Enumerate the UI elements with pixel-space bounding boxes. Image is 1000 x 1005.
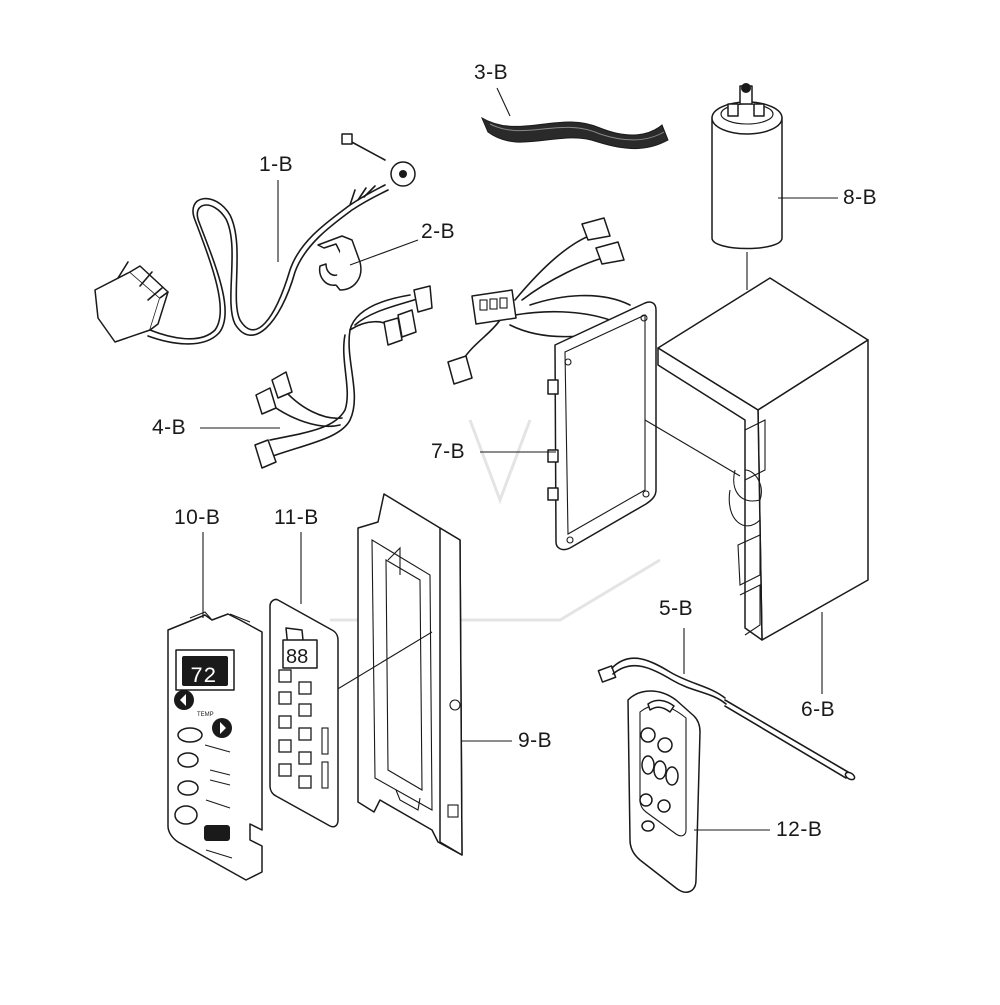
remote-control-part — [627, 690, 770, 893]
thermistor-sensor-part — [597, 628, 856, 781]
wire-harness-part — [200, 285, 433, 469]
callout-12-b: 12-B — [776, 818, 823, 841]
display-panel-part — [167, 532, 263, 881]
callout-8-b: 8-B — [843, 186, 878, 209]
panel-bracket-part — [335, 493, 512, 856]
callout-11-b: 11-B — [274, 506, 319, 529]
leader-3b — [496, 87, 511, 117]
control-box-part — [657, 277, 869, 694]
button-board-part: 88 — [269, 532, 339, 828]
cord-clamp-part — [317, 235, 419, 291]
callout-2-b: 2-B — [421, 220, 456, 243]
power-cord-part — [94, 133, 416, 345]
control-board-part — [447, 217, 741, 551]
callout-5-b: 5-B — [659, 597, 694, 620]
callout-3-b: 3-B — [474, 61, 509, 84]
callout-6-b: 6-B — [801, 698, 836, 721]
display-temp-readout: 72 — [190, 664, 216, 689]
callout-9-b: 9-B — [518, 729, 553, 752]
callout-4-b: 4-B — [152, 416, 187, 439]
ribbon-cable-part — [480, 116, 669, 150]
callout-10-b: 10-B — [174, 506, 221, 529]
display-temp-label: TEMP — [197, 712, 214, 718]
svg-text:88: 88 — [286, 646, 308, 668]
capacitor-part — [711, 83, 783, 290]
callout-7-b: 7-B — [431, 440, 466, 463]
callout-1-b: 1-B — [259, 153, 294, 176]
